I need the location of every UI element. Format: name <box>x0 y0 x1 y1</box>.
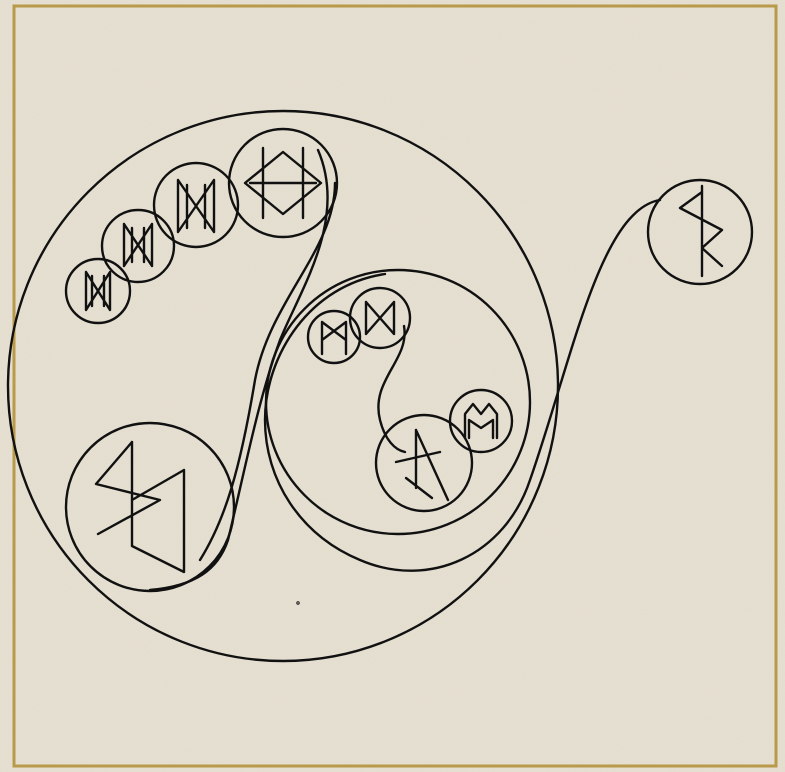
paper-texture <box>0 0 785 772</box>
rune-diagram-canvas <box>0 0 785 772</box>
